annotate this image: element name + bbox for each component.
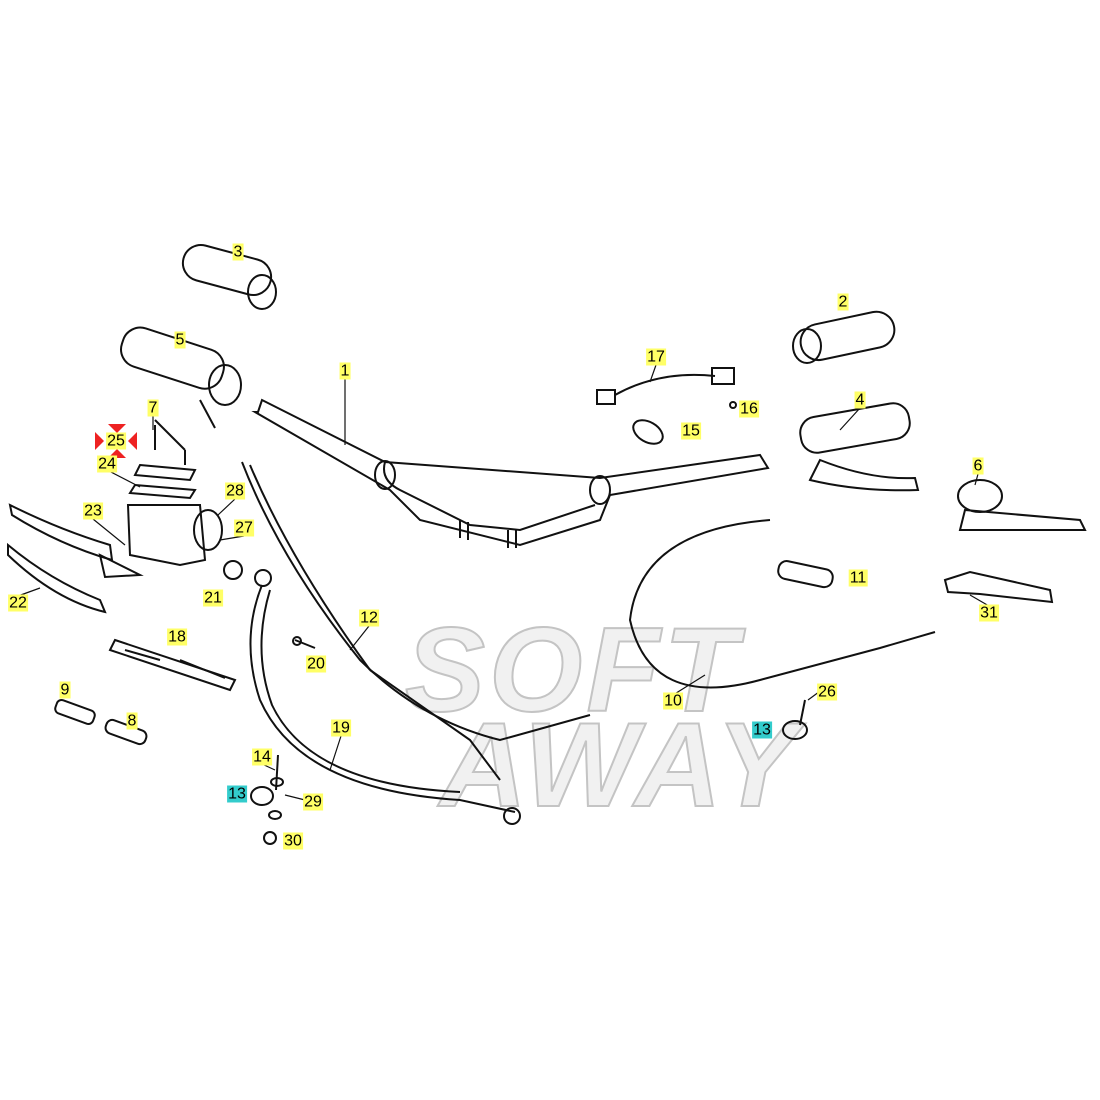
hose-19[interactable] — [249, 584, 516, 813]
cable-10[interactable] — [628, 519, 936, 689]
watermark-soft: SOFT — [404, 603, 741, 737]
lever-31[interactable] — [943, 570, 1054, 604]
label-5: 5 — [174, 331, 186, 349]
clamp-13-left[interactable] — [250, 754, 284, 845]
label-24: 24 — [97, 455, 117, 473]
grip-3[interactable] — [179, 241, 277, 310]
label-6: 6 — [972, 457, 984, 475]
cable-12-branch — [369, 669, 501, 781]
label-27: 27 — [234, 519, 254, 537]
banjo-19-top — [254, 569, 272, 587]
label-29: 29 — [303, 793, 323, 811]
label-28: 28 — [225, 482, 245, 500]
part-18[interactable] — [108, 638, 237, 692]
part-9[interactable] — [54, 698, 96, 726]
cable-12-inner — [249, 464, 371, 671]
label-8: 8 — [126, 712, 138, 730]
screw-16[interactable] — [729, 401, 737, 409]
cable-12[interactable] — [241, 461, 591, 742]
label-12: 12 — [359, 609, 379, 627]
lever-22[interactable] — [7, 503, 114, 614]
label-7: 7 — [147, 399, 159, 417]
label-22: 22 — [8, 594, 28, 612]
label-25: 25 — [106, 432, 126, 450]
label-13-right: 13 — [752, 721, 772, 739]
label-17: 17 — [646, 348, 666, 366]
clip-15[interactable] — [629, 415, 667, 448]
label-18: 18 — [167, 628, 187, 646]
label-26: 26 — [817, 683, 837, 701]
label-30: 30 — [283, 832, 303, 850]
banjo-19-bottom — [503, 807, 521, 825]
clamp-13-right[interactable] — [782, 699, 808, 740]
label-15: 15 — [681, 422, 701, 440]
label-19: 19 — [331, 719, 351, 737]
switch-6[interactable] — [957, 479, 1087, 531]
label-14: 14 — [252, 748, 272, 766]
label-13-left: 13 — [227, 785, 247, 803]
label-16: 16 — [739, 400, 759, 418]
connector-11[interactable] — [777, 560, 835, 589]
wire-17[interactable] — [596, 367, 735, 405]
label-23: 23 — [83, 502, 103, 520]
label-1: 1 — [339, 362, 351, 380]
label-11: 11 — [848, 569, 868, 587]
label-2: 2 — [837, 293, 849, 311]
label-31: 31 — [979, 604, 999, 622]
master-cylinder-23[interactable] — [98, 419, 223, 579]
watermark-away: AWAY — [439, 698, 801, 832]
label-3: 3 — [232, 243, 244, 261]
hose-19-inner — [260, 589, 461, 793]
label-4: 4 — [854, 391, 866, 409]
washer-21[interactable] — [223, 560, 243, 580]
grip-4[interactable] — [798, 401, 920, 492]
grip-2[interactable] — [792, 308, 898, 364]
label-21: 21 — [203, 589, 223, 607]
label-9: 9 — [59, 681, 71, 699]
bolt-20[interactable] — [292, 636, 316, 649]
handlebar[interactable] — [251, 398, 770, 548]
label-20: 20 — [306, 655, 326, 673]
label-10: 10 — [663, 692, 683, 710]
